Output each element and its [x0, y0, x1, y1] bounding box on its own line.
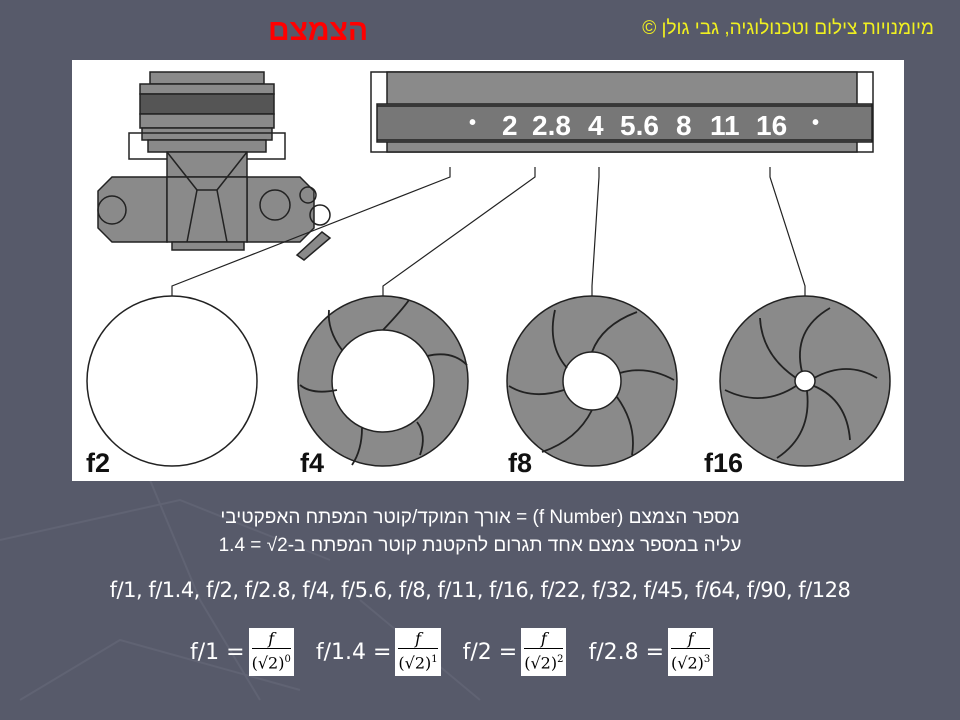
header-credit: מיומנויות צילום וטכנולוגיה, גבי גולן © — [642, 18, 934, 39]
formula-lhs: f/1.4 = — [315, 639, 392, 665]
formula-fraction: f (√2)2 — [521, 628, 567, 677]
aperture-f4 — [297, 295, 469, 467]
exponent: 2 — [557, 654, 564, 665]
numerator: f — [251, 630, 291, 649]
denominator: (√2)3 — [671, 649, 710, 674]
denominator: (√2)2 — [524, 649, 563, 674]
aperture-label-f8: f8 — [508, 448, 533, 478]
lens-scale-4: 4 — [588, 110, 604, 141]
lens-scale-16: 16 — [756, 110, 788, 141]
exponent: 0 — [284, 654, 291, 665]
denominator-base: (√2) — [398, 653, 432, 673]
lens-scale-2.8: 2.8 — [532, 110, 571, 141]
formula-lhs: f/2 = — [462, 639, 518, 665]
exponent: 3 — [703, 654, 711, 665]
formula-fraction: f (√2)0 — [248, 628, 294, 677]
leader-lines — [171, 167, 806, 296]
aperture-f16 — [719, 295, 891, 467]
aperture-f8 — [506, 295, 678, 467]
formula-fraction: f (√2)3 — [668, 628, 714, 677]
description-line-1: מספר הצמצם (f Number) = אורך המוקד/קוטר … — [220, 507, 740, 528]
denominator: (√2)1 — [398, 649, 437, 674]
aperture-label-f4: f4 — [300, 448, 325, 478]
aperture-label-f16: f16 — [704, 448, 744, 478]
formula-lhs: f/1 = — [190, 639, 245, 665]
formula-f1: f/1 = f (√2)0 — [190, 628, 294, 677]
description-line-2: עליה במספר צמצם אחד תגרום להקטנת קוטר המ… — [218, 535, 742, 556]
aperture-label-f2: f2 — [86, 448, 111, 478]
formula-f1.4: f/1.4 = f (√2)1 — [315, 628, 441, 677]
denominator-base: (√2) — [671, 653, 704, 673]
lens-scale-dot: • — [812, 112, 820, 134]
formula-fraction: f (√2)1 — [395, 628, 441, 677]
numerator: f — [398, 630, 438, 649]
lens-scale-5.6: 5.6 — [620, 110, 659, 141]
lens-barrel — [370, 71, 874, 153]
camera-illustration — [97, 71, 332, 261]
lens-scale-11: 11 — [710, 110, 740, 141]
formula-f2: f/2 = f (√2)2 — [462, 628, 567, 677]
page-title: הצמצם — [268, 14, 369, 47]
lens-scale-8: 8 — [676, 110, 692, 141]
aperture-diagram: • 2 2.8 4 5.6 8 11 16 • f2 f4 f8 f16 — [72, 60, 904, 481]
numerator: f — [524, 630, 564, 649]
formula-f2.8: f/2.8 = f (√2)3 — [588, 628, 714, 677]
aperture-f2 — [86, 295, 258, 467]
lens-scale-2: 2 — [502, 110, 518, 141]
diagram-drawing — [86, 71, 891, 467]
denominator: (√2)0 — [252, 649, 291, 674]
fstop-series: f/1, f/1.4, f/2, f/2.8, f/4, f/5.6, f/8,… — [109, 578, 851, 602]
formula-lhs: f/2.8 = — [588, 639, 665, 665]
denominator-base: (√2) — [524, 653, 558, 673]
lens-scale-dot: • — [469, 112, 477, 134]
denominator-base: (√2) — [251, 653, 285, 673]
numerator: f — [671, 630, 711, 649]
exponent: 1 — [431, 654, 438, 665]
formula-row: f/1 = f (√2)0 f/1.4 = f (√2)1 f/2 = f (√… — [190, 628, 735, 677]
